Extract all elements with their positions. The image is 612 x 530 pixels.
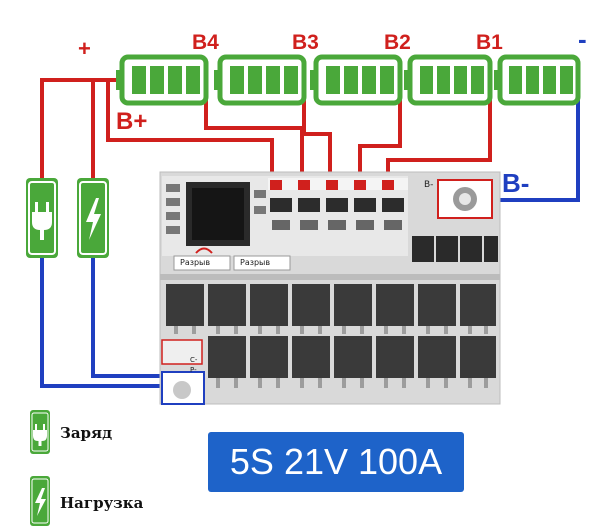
shunt-resistor — [436, 236, 458, 262]
switch-label-right: Разрыв — [240, 258, 271, 267]
plus-label: + — [78, 36, 91, 61]
b-plus-wire — [106, 80, 274, 182]
p-minus-tab-label: P- — [190, 366, 197, 374]
b2-label: B2 — [384, 31, 411, 54]
pad-b1 — [382, 180, 394, 190]
battery-cell-b1 — [494, 54, 581, 106]
battery-cell-b4 — [214, 54, 307, 106]
b2-wire — [358, 80, 402, 182]
b4-wire — [204, 80, 304, 182]
battery-pack — [116, 54, 581, 106]
legend-load-icon — [30, 476, 50, 526]
battery-cell-b3 — [310, 54, 403, 106]
battery-cell-b5 — [116, 54, 209, 106]
b-minus-tab-label: B- — [424, 180, 434, 190]
shunt-resistor — [484, 236, 498, 262]
blue-wires — [40, 80, 580, 388]
c-minus-terminal — [161, 339, 203, 365]
mosfet-row-top — [166, 284, 496, 326]
charger-plus-wire — [40, 78, 122, 178]
red-wires — [40, 78, 492, 182]
legend-load-label: Нагрузка — [60, 494, 144, 512]
pad-b2 — [354, 180, 366, 190]
spec-badge: 5S 21V 100A — [208, 432, 464, 492]
pad-b3 — [326, 180, 338, 190]
bms-board — [159, 171, 501, 405]
load-minus-wire — [91, 258, 178, 378]
plug-icon — [32, 202, 52, 240]
pad-b-plus — [270, 180, 282, 190]
b1-wire — [386, 80, 492, 182]
b3-label: B3 — [292, 31, 319, 54]
load-box — [77, 178, 109, 258]
charger-box — [26, 178, 58, 258]
b-minus-label: B- — [502, 168, 530, 198]
b-plus-label: B+ — [116, 108, 148, 135]
b4-label: B4 — [192, 31, 219, 54]
lightning-icon — [86, 198, 101, 240]
shunt-resistor — [460, 236, 482, 262]
legend-charge-icon — [30, 410, 50, 454]
minus-label: - — [578, 24, 587, 54]
b3-wire — [302, 80, 332, 182]
switch-label-left: Разрыв — [180, 258, 211, 267]
c-minus-tab-label: C- — [190, 356, 198, 364]
shunt-resistor — [412, 236, 434, 262]
b-minus-wire — [494, 80, 580, 202]
legend-charge-label: Заряд — [60, 424, 113, 442]
b1-label: B1 — [476, 31, 503, 54]
charger-minus-wire — [40, 258, 178, 388]
battery-cell-b2 — [404, 54, 493, 106]
pad-b4 — [298, 180, 310, 190]
mosfet-row-bottom — [208, 336, 496, 378]
